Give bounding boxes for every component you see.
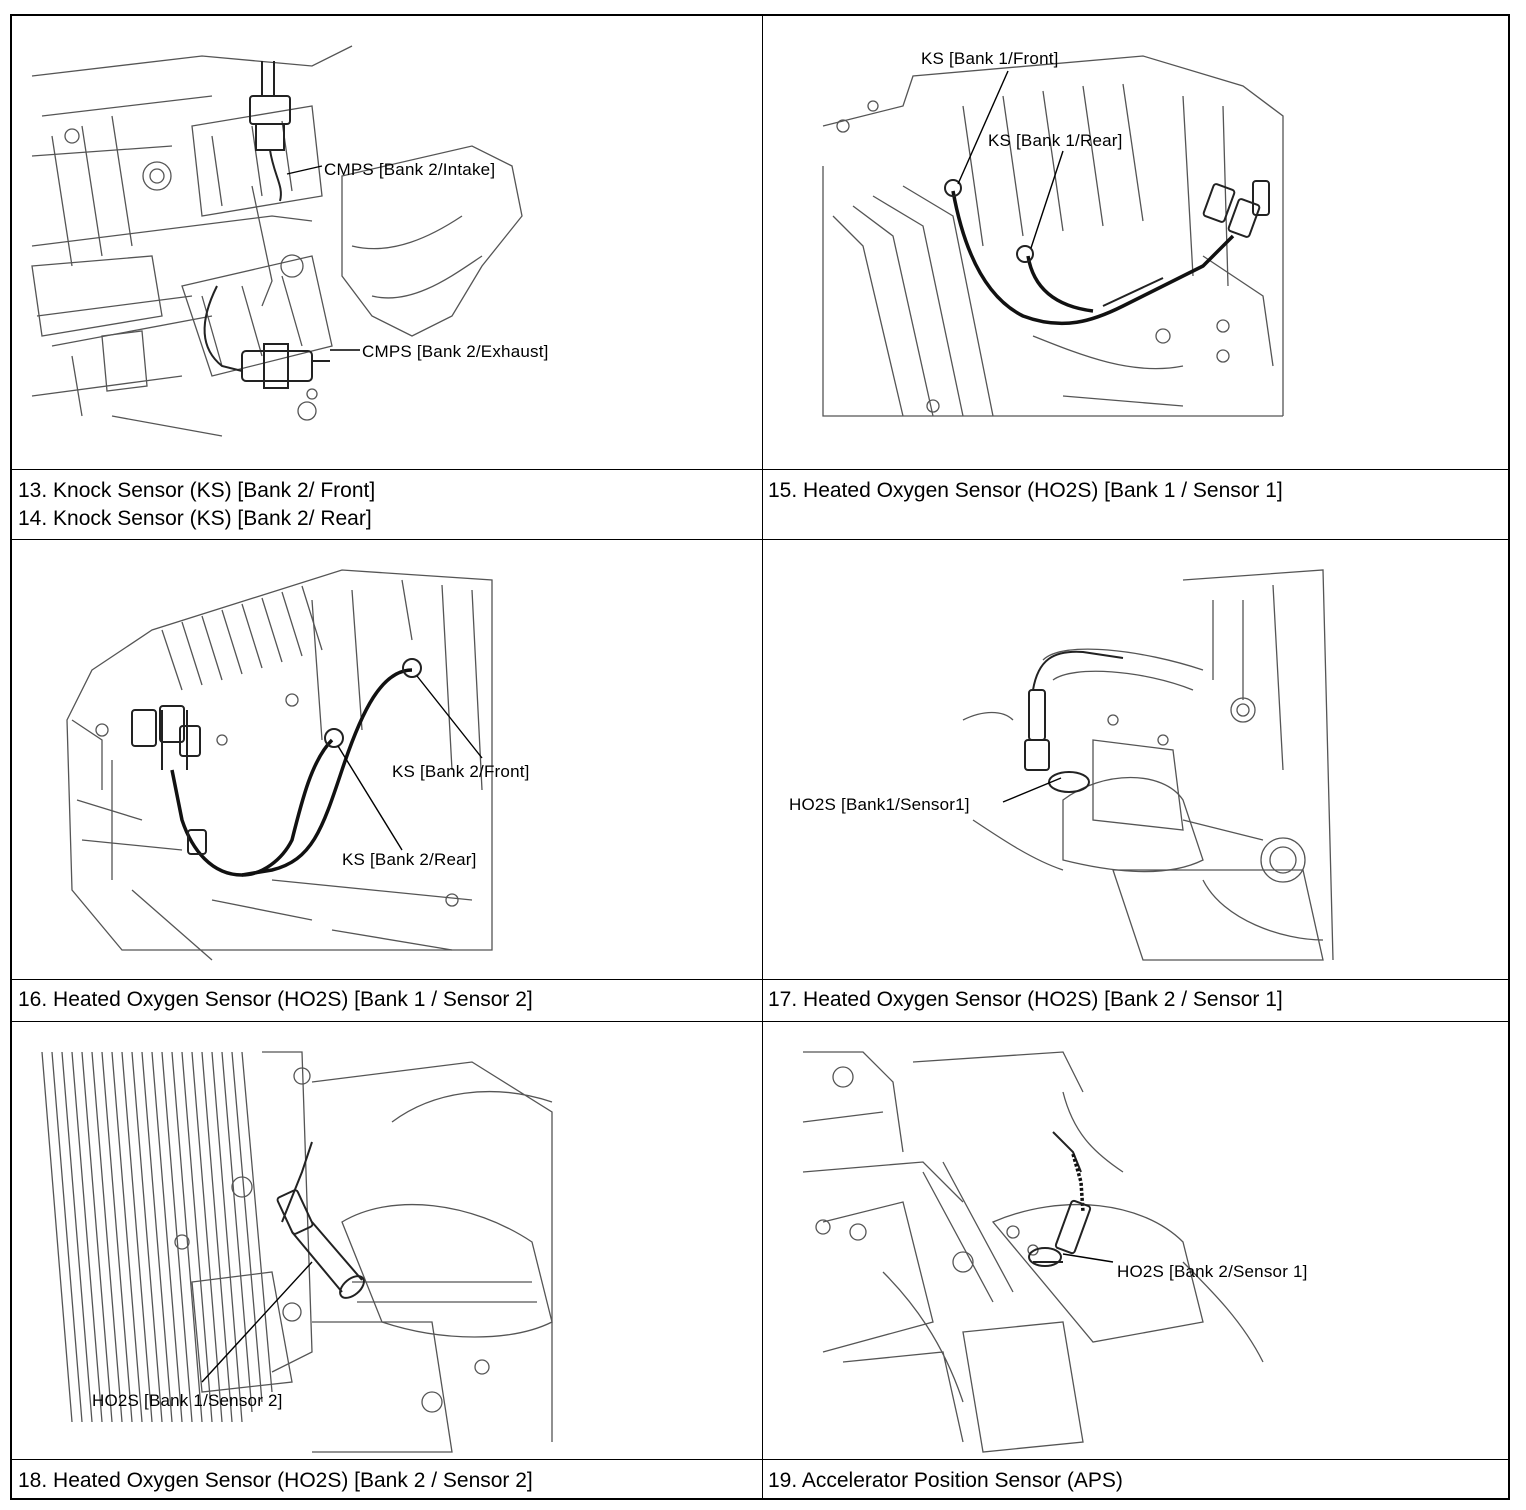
caption-knock-sensor-bank2-front: 13. Knock Sensor (KS) [Bank 2/ Front] xyxy=(18,479,376,502)
ks-bank2-illustration: KS [Bank 2/Front] KS [Bank 2/Rear] xyxy=(12,540,762,979)
caption-knock-sensor-bank2-rear: 14. Knock Sensor (KS) [Bank 2/ Rear] xyxy=(18,507,372,530)
label-cmps-intake: CMPS [Bank 2/Intake] xyxy=(324,160,496,179)
label-ks-bank1-rear: KS [Bank 1/Rear] xyxy=(988,131,1123,150)
row-divider xyxy=(12,1459,1508,1460)
caption-ho2s-bank2-sensor1: 17. Heated Oxygen Sensor (HO2S) [Bank 2 … xyxy=(768,988,1283,1011)
ho2s-bank1-sensor2-illustration: HO2S [Bank 1/Sensor 2] xyxy=(12,1022,762,1459)
label-ho2s-bank2-sensor1: HO2S [Bank 2/Sensor 1] xyxy=(1117,1262,1308,1281)
ks-bank1-illustration: KS [Bank 1/Front] KS [Bank 1/Rear] xyxy=(763,16,1512,469)
label-ho2s-bank1-sensor2: HO2S [Bank 1/Sensor 2] xyxy=(92,1391,283,1410)
label-ks-bank2-rear: KS [Bank 2/Rear] xyxy=(342,850,477,869)
row-divider xyxy=(12,539,1508,540)
caption-accelerator-position-sensor: 19. Accelerator Position Sensor (APS) xyxy=(768,1469,1123,1492)
label-ks-bank1-front: KS [Bank 1/Front] xyxy=(921,49,1059,68)
cmps-bank2-illustration: CMPS [Bank 2/Intake] CMPS [Bank 2/Exhaus… xyxy=(12,16,762,469)
ho2s-bank2-sensor1-illustration: HO2S [Bank 2/Sensor 1] xyxy=(763,1022,1512,1459)
caption-ho2s-bank1-sensor1: 15. Heated Oxygen Sensor (HO2S) [Bank 1 … xyxy=(768,479,1283,502)
column-divider xyxy=(762,16,763,1498)
ho2s-bank1-sensor1-illustration: HO2S [Bank1/Sensor1] xyxy=(763,540,1512,979)
row-divider xyxy=(12,1021,1508,1022)
label-ho2s-bank1-sensor1: HO2S [Bank1/Sensor1] xyxy=(789,795,970,814)
caption-ho2s-bank1-sensor2: 16. Heated Oxygen Sensor (HO2S) [Bank 1 … xyxy=(18,988,533,1011)
caption-ho2s-bank2-sensor2: 18. Heated Oxygen Sensor (HO2S) [Bank 2 … xyxy=(18,1469,533,1492)
row-divider xyxy=(12,979,1508,980)
label-cmps-exhaust: CMPS [Bank 2/Exhaust] xyxy=(362,342,549,361)
row-divider xyxy=(12,469,1508,470)
label-ks-bank2-front: KS [Bank 2/Front] xyxy=(392,762,530,781)
sensor-location-table: CMPS [Bank 2/Intake] CMPS [Bank 2/Exhaus… xyxy=(10,14,1510,1500)
